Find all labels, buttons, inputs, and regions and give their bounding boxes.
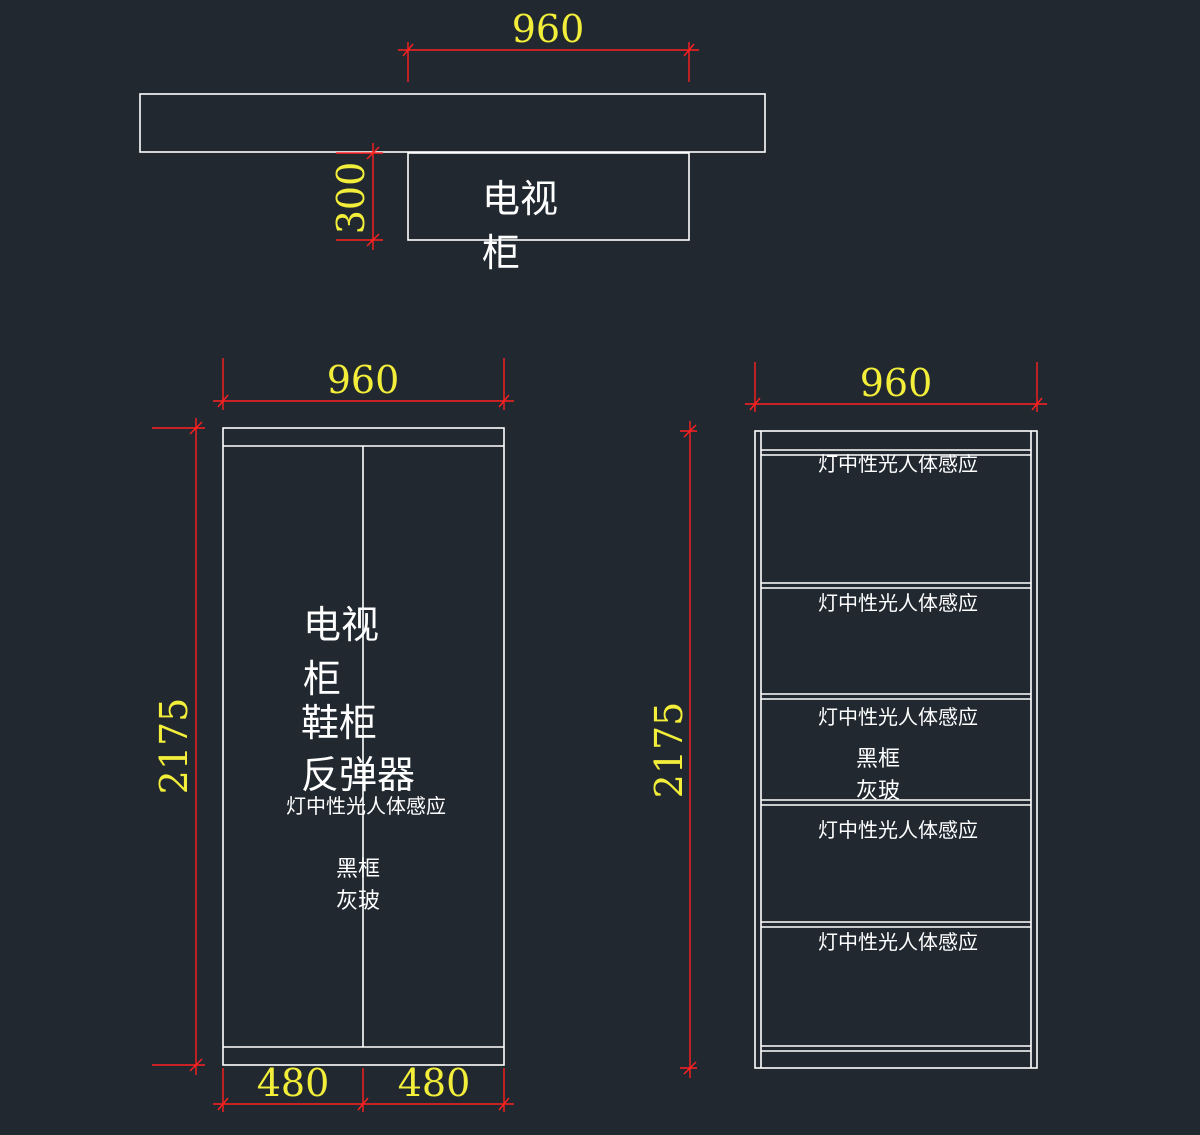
front-left-door-value: 480 (257, 1061, 330, 1105)
side-height-dimension (680, 421, 697, 1078)
front-label-line3: 鞋柜 (301, 701, 377, 745)
front-width-dimension (213, 358, 514, 410)
plan-depth-value: 300 (329, 162, 373, 235)
plan-width-dimension (398, 42, 699, 82)
front-height-dimension (152, 418, 205, 1075)
side-light-note-5: 灯中性光人体感应 (818, 930, 978, 954)
side-frame-note-line2: 灰玻 (856, 779, 900, 804)
front-width-value: 960 (327, 358, 400, 402)
side-cabinet-outline (754, 430, 1038, 1069)
front-cabinet-outline (222, 427, 505, 1066)
plan-view: 960 300 电视 柜 (139, 7, 766, 275)
side-elevation: 960 2175 灯中性光人体感应 灯中性光人体感应 灯中性光人体感应 灯中性光… (647, 361, 1047, 1078)
plan-cabinet-label-line1: 电视 (482, 177, 558, 221)
plan-depth-dimension (336, 143, 383, 250)
side-height-value: 2175 (647, 702, 691, 799)
side-frame-note-line1: 黑框 (856, 747, 900, 772)
front-height-value: 2175 (152, 698, 196, 795)
front-light-note: 灯中性光人体感应 (286, 794, 446, 818)
plan-width-value: 960 (512, 7, 585, 51)
side-light-note-4: 灯中性光人体感应 (818, 818, 978, 842)
plan-wall-slab (139, 93, 766, 153)
plan-cabinet-label-line2: 柜 (482, 231, 520, 275)
side-light-note-3: 灯中性光人体感应 (818, 705, 978, 729)
front-elevation: 960 2175 480 480 电视 柜 鞋柜 反弹器 灯中性光人体感应 黑框… (152, 358, 514, 1112)
side-width-dimension (745, 362, 1047, 412)
front-frame-note-line2: 灰玻 (336, 889, 380, 914)
plan-tv-cabinet (407, 152, 690, 241)
front-right-door-value: 480 (398, 1061, 471, 1105)
side-shelves (761, 449, 1031, 1052)
side-light-note-2: 灯中性光人体感应 (818, 591, 978, 615)
side-width-value: 960 (860, 361, 933, 405)
front-label-line2: 柜 (303, 657, 341, 701)
front-door-width-dimension (213, 1068, 514, 1112)
front-frame-note-line1: 黑框 (336, 857, 380, 882)
front-label-line1: 电视 (303, 603, 379, 647)
side-light-note-1: 灯中性光人体感应 (818, 452, 978, 476)
front-label-line4: 反弹器 (301, 753, 415, 797)
